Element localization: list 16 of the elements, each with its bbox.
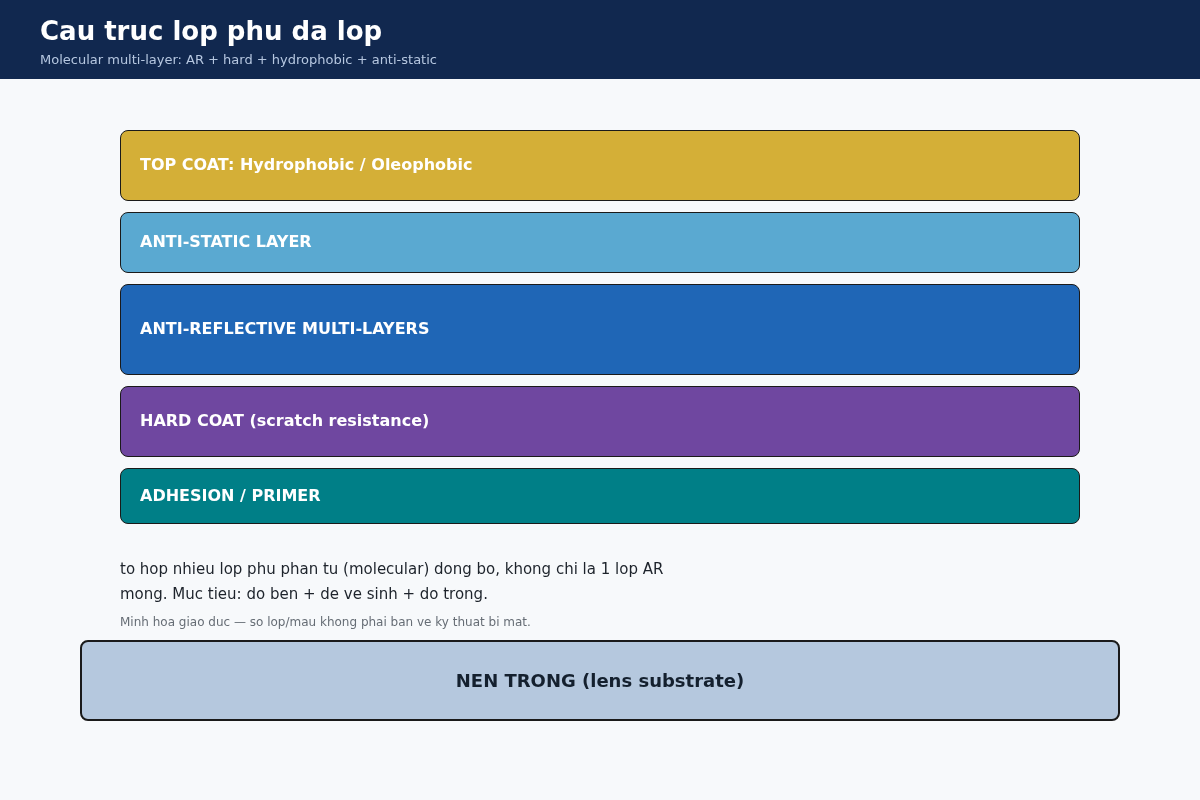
coating-layer-band <box>120 468 1080 524</box>
layer-label: ADHESION / PRIMER <box>140 485 321 507</box>
coating-layer-band <box>120 212 1080 273</box>
disclaimer-note: Minh hoa giao duc — so lop/mau khong phai ban ve ky thuat bi mat. <box>120 614 531 630</box>
layer-label: HARD COAT (scratch resistance) <box>140 411 430 432</box>
page-title: Cau truc lop phu da lop <box>40 16 383 46</box>
note-text: to hop nhieu lop phu phan tu (molecular) dong bo, khong chi la 1 lop AR mong. Muc tieu: do ben + de ve sinh + do trong. <box>120 559 665 605</box>
layer-label: ANTI-REFLECTIVE MULTI-LAYERS <box>140 319 430 340</box>
coating-layer-band <box>120 386 1080 457</box>
subtitle: Molecular multi-layer: AR + hard + hydrophobic + anti-static <box>40 52 437 68</box>
layer-label: NEN TRONG (lens substrate) <box>455 668 745 693</box>
substrate-band <box>80 640 1120 721</box>
coating-layer-band <box>120 130 1080 201</box>
coating-layer-band <box>120 284 1080 375</box>
layer-label: TOP COAT: Hydrophobic / Oleophobic <box>140 155 473 176</box>
layer-label: ANTI-STATIC LAYER <box>140 232 312 253</box>
